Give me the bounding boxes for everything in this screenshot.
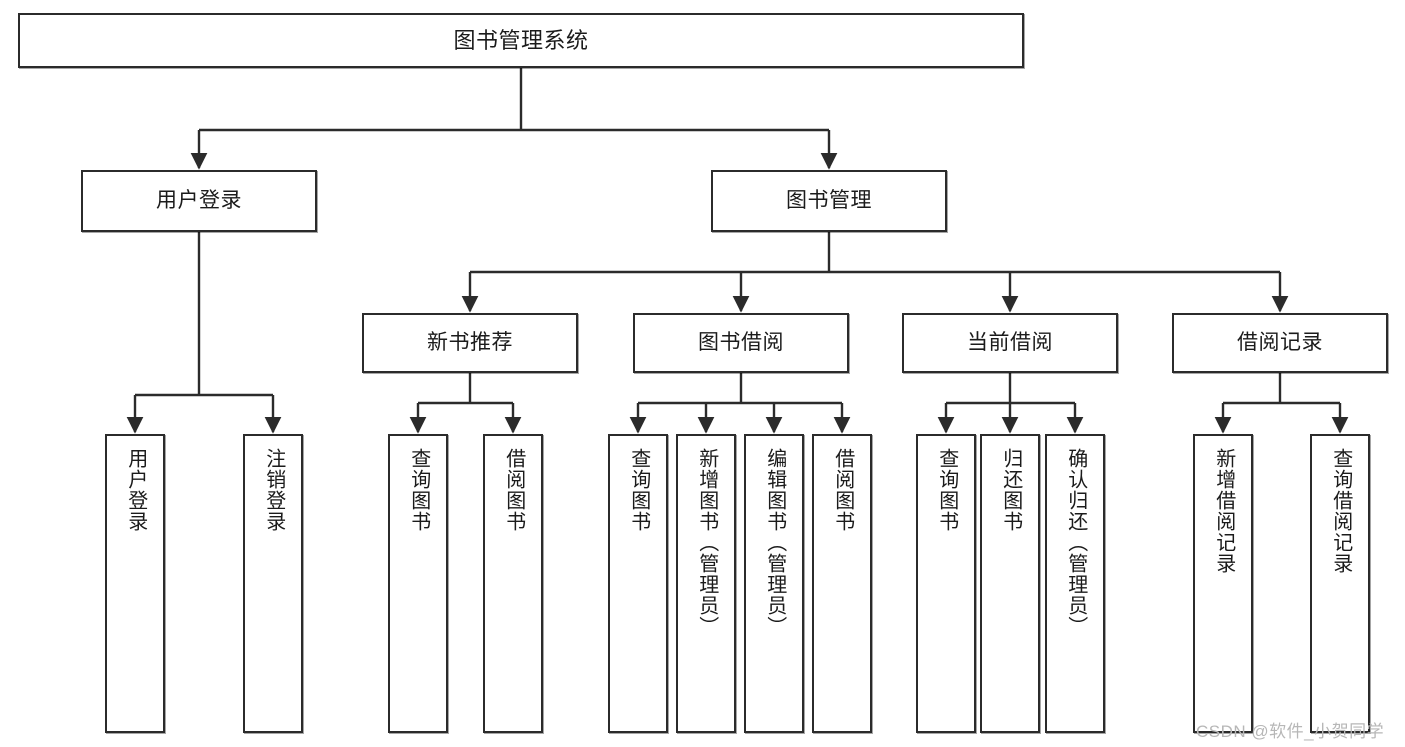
node-leaf-add-record[interactable]: 新增借阅记录 bbox=[1193, 434, 1253, 733]
node-label: 当前借阅 bbox=[967, 330, 1053, 354]
node-label: 新书推荐 bbox=[427, 330, 513, 354]
node-label: 归还图书 bbox=[999, 448, 1022, 532]
node-label: 借阅图书 bbox=[831, 448, 854, 532]
node-leaf-query-book-1[interactable]: 查询图书 bbox=[388, 434, 448, 733]
node-leaf-query-record[interactable]: 查询借阅记录 bbox=[1310, 434, 1370, 733]
csdn-watermark: CSDN @软件_小贺同学 bbox=[1196, 722, 1385, 741]
node-leaf-query-book-3[interactable]: 查询图书 bbox=[916, 434, 976, 733]
node-label: 图书借阅 bbox=[698, 330, 784, 354]
node-leaf-add-book[interactable]: 新增图书（管理员） bbox=[676, 434, 736, 733]
node-leaf-confirm-return[interactable]: 确认归还（管理员） bbox=[1045, 434, 1105, 733]
node-label: 新增图书（管理员） bbox=[695, 448, 718, 637]
node-label: 借阅图书 bbox=[502, 448, 525, 532]
node-label: 查询图书 bbox=[935, 448, 958, 532]
node-label: 确认归还（管理员） bbox=[1064, 448, 1087, 637]
node-borrow-record[interactable]: 借阅记录 bbox=[1172, 313, 1388, 373]
node-leaf-borrow-book-1[interactable]: 借阅图书 bbox=[483, 434, 543, 733]
node-leaf-return-book[interactable]: 归还图书 bbox=[980, 434, 1040, 733]
node-label: 查询图书 bbox=[407, 448, 430, 532]
node-label: 图书管理系统 bbox=[453, 27, 589, 53]
node-book-manage[interactable]: 图书管理 bbox=[711, 170, 947, 232]
node-label: 借阅记录 bbox=[1237, 330, 1323, 354]
node-label: 新增借阅记录 bbox=[1212, 448, 1235, 574]
node-leaf-query-book-2[interactable]: 查询图书 bbox=[608, 434, 668, 733]
node-label: 注销登录 bbox=[262, 448, 285, 532]
node-label: 编辑图书（管理员） bbox=[763, 448, 786, 637]
node-label: 图书管理 bbox=[786, 188, 872, 212]
node-current-borrow[interactable]: 当前借阅 bbox=[902, 313, 1118, 373]
node-leaf-borrow-book-2[interactable]: 借阅图书 bbox=[812, 434, 872, 733]
node-label: 用户登录 bbox=[124, 448, 147, 532]
node-user-login[interactable]: 用户登录 bbox=[81, 170, 317, 232]
node-book-borrow[interactable]: 图书借阅 bbox=[633, 313, 849, 373]
node-leaf-edit-book[interactable]: 编辑图书（管理员） bbox=[744, 434, 804, 733]
node-label: 查询借阅记录 bbox=[1329, 448, 1352, 574]
node-leaf-logout[interactable]: 注销登录 bbox=[243, 434, 303, 733]
node-new-book-rec[interactable]: 新书推荐 bbox=[362, 313, 578, 373]
node-label: 查询图书 bbox=[627, 448, 650, 532]
node-leaf-user-login[interactable]: 用户登录 bbox=[105, 434, 165, 733]
node-label: 用户登录 bbox=[156, 188, 242, 212]
node-root[interactable]: 图书管理系统 bbox=[18, 13, 1024, 68]
